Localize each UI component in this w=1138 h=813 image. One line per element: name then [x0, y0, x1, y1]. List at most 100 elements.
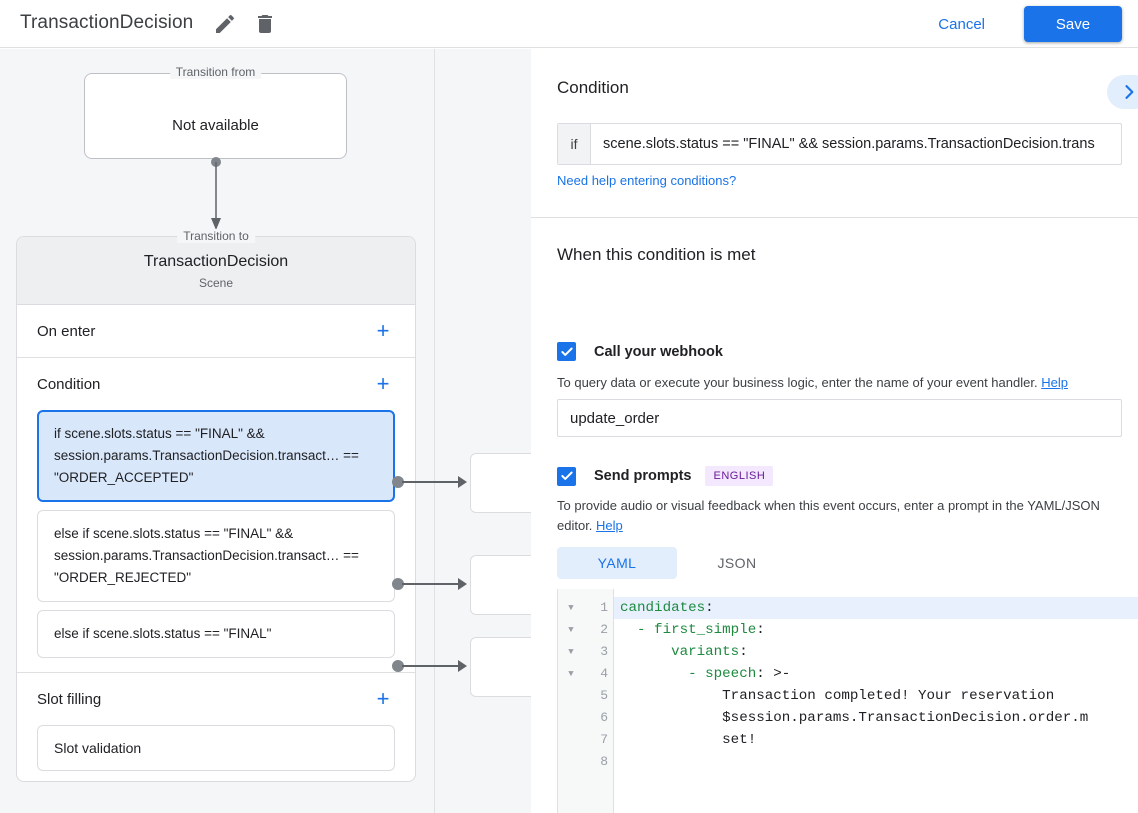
send-prompts-label: Send prompts: [594, 468, 692, 484]
code-line-3: variants:: [614, 641, 1138, 663]
prompts-help-link[interactable]: Help: [596, 518, 623, 533]
scene-card-header: TransactionDecision Scene: [17, 237, 415, 305]
connector-line: [402, 583, 460, 585]
trash-icon[interactable]: [253, 12, 277, 36]
call-webhook-label: Call your webhook: [594, 343, 723, 360]
language-badge: ENGLISH: [705, 466, 774, 486]
fold-toggle[interactable]: ▼: [568, 647, 574, 657]
webhook-handler-input[interactable]: [557, 399, 1122, 437]
code-line-1: candidates:: [614, 597, 1138, 619]
flow-canvas[interactable]: Transition from Not available Transition…: [0, 49, 531, 813]
scene-card[interactable]: TransactionDecision Scene On enter + Con…: [16, 236, 416, 782]
connector-dot: [392, 578, 404, 590]
condition-label: Condition: [37, 375, 101, 393]
condition-target-1[interactable]: [470, 555, 531, 615]
yaml-editor[interactable]: ▼ ▼ ▼ ▼ 1 2 3 4 5 6 7 8 candidates: - fi…: [557, 589, 1138, 813]
app-header: TransactionDecision Cancel Save: [0, 0, 1138, 48]
chevron-right-glyph: [1125, 85, 1134, 99]
code-line-6: $session.params.TransactionDecision.orde…: [614, 707, 1138, 729]
fold-toggle[interactable]: ▼: [568, 669, 574, 679]
tab-json[interactable]: JSON: [717, 555, 757, 571]
connector-arrowhead: [458, 660, 467, 672]
code-line-8: [614, 751, 1138, 773]
details-panel: Condition if Need help entering conditio…: [531, 49, 1138, 813]
condition-item-0[interactable]: if scene.slots.status == "FINAL" && sess…: [37, 410, 395, 502]
editor-line-numbers: 1 2 3 4 5 6 7 8: [584, 589, 614, 813]
line-number: 3: [600, 644, 608, 659]
condition-connector-1: [392, 578, 472, 590]
yaml-rest: set!: [620, 732, 757, 748]
line-number: 7: [600, 732, 608, 747]
chevron-right-icon[interactable]: [1107, 75, 1138, 109]
section-title-when-met: When this condition is met: [557, 245, 756, 264]
yaml-rest: Transaction completed! Your reservation: [620, 688, 1055, 704]
scene-name: TransactionDecision: [143, 253, 289, 270]
connector-line: [402, 481, 460, 483]
section-on-enter[interactable]: On enter +: [17, 305, 415, 357]
scene-type: Scene: [198, 276, 234, 290]
condition-list: if scene.slots.status == "FINAL" && sess…: [17, 410, 415, 672]
slot-validation-item[interactable]: Slot validation: [37, 725, 395, 771]
cancel-button[interactable]: Cancel: [930, 10, 993, 38]
yaml-rest: :: [756, 622, 765, 638]
call-webhook-description: To query data or execute your business l…: [557, 373, 1117, 393]
condition-connector-0: [392, 476, 472, 488]
fold-toggle[interactable]: ▼: [568, 603, 574, 613]
add-condition-button[interactable]: +: [376, 371, 390, 396]
condition-target-2[interactable]: [470, 637, 531, 697]
slot-filling-label: Slot filling: [37, 690, 102, 708]
checkbox-call-webhook[interactable]: [557, 342, 576, 361]
divider: [531, 217, 1138, 218]
line-number: 1: [600, 600, 608, 615]
call-webhook-row[interactable]: Call your webhook: [557, 342, 723, 361]
send-prompts-row[interactable]: Send prompts ENGLISH: [557, 466, 774, 486]
add-slot-filling-button[interactable]: +: [376, 686, 390, 711]
condition-connector-2: [392, 660, 472, 672]
connector-dot: [392, 476, 404, 488]
condition-target-0[interactable]: [470, 453, 531, 513]
editor-format-tabs: YAML JSON: [557, 547, 797, 579]
condition-if-prefix: if: [558, 124, 591, 164]
condition-item-2[interactable]: else if scene.slots.status == "FINAL": [37, 610, 395, 658]
checkbox-send-prompts[interactable]: [557, 466, 576, 486]
line-number: 4: [600, 666, 608, 681]
connector-line: [402, 665, 460, 667]
code-line-7: set!: [614, 729, 1138, 751]
code-line-4: - speech: >-: [614, 663, 1138, 685]
fold-spacer: [558, 751, 584, 773]
yaml-key: - first_simple: [620, 622, 757, 638]
divider: [17, 357, 415, 358]
condition-item-1[interactable]: else if scene.slots.status == "FINAL" &&…: [37, 510, 395, 602]
check-icon: [560, 471, 573, 480]
save-button[interactable]: Save: [1024, 6, 1122, 42]
condition-field[interactable]: if: [557, 123, 1122, 165]
connector-dot: [392, 660, 404, 672]
pencil-icon[interactable]: [213, 12, 237, 36]
canvas-rail: [434, 49, 435, 813]
webhook-description-text: To query data or execute your business l…: [557, 375, 1038, 390]
line-number: 8: [600, 754, 608, 769]
fold-spacer: [558, 707, 584, 729]
line-number: 5: [600, 688, 608, 703]
add-on-enter-button[interactable]: +: [376, 318, 390, 343]
condition-input[interactable]: [591, 124, 1121, 164]
editor-code-area[interactable]: candidates: - first_simple: variants: - …: [614, 589, 1138, 813]
check-icon: [560, 347, 573, 356]
code-line-5: Transaction completed! Your reservation: [614, 685, 1138, 707]
section-condition[interactable]: Condition +: [17, 358, 415, 410]
yaml-key: - speech: [620, 666, 757, 682]
on-enter-label: On enter: [37, 322, 96, 340]
section-slot-filling[interactable]: Slot filling +: [17, 673, 415, 725]
webhook-help-link[interactable]: Help: [1041, 375, 1068, 390]
page-title: TransactionDecision: [20, 12, 194, 33]
tab-yaml[interactable]: YAML: [557, 547, 677, 579]
transition-from-box: Transition from Not available: [84, 65, 347, 159]
yaml-key: candidates: [620, 600, 706, 616]
transition-from-body: [84, 73, 347, 159]
line-number: 2: [600, 622, 608, 637]
yaml-key: variants: [620, 644, 740, 660]
fold-toggle[interactable]: ▼: [568, 625, 574, 635]
transition-from-legend: Transition from: [169, 65, 262, 79]
yaml-rest: :: [705, 600, 714, 616]
condition-help-link[interactable]: Need help entering conditions?: [557, 173, 737, 188]
